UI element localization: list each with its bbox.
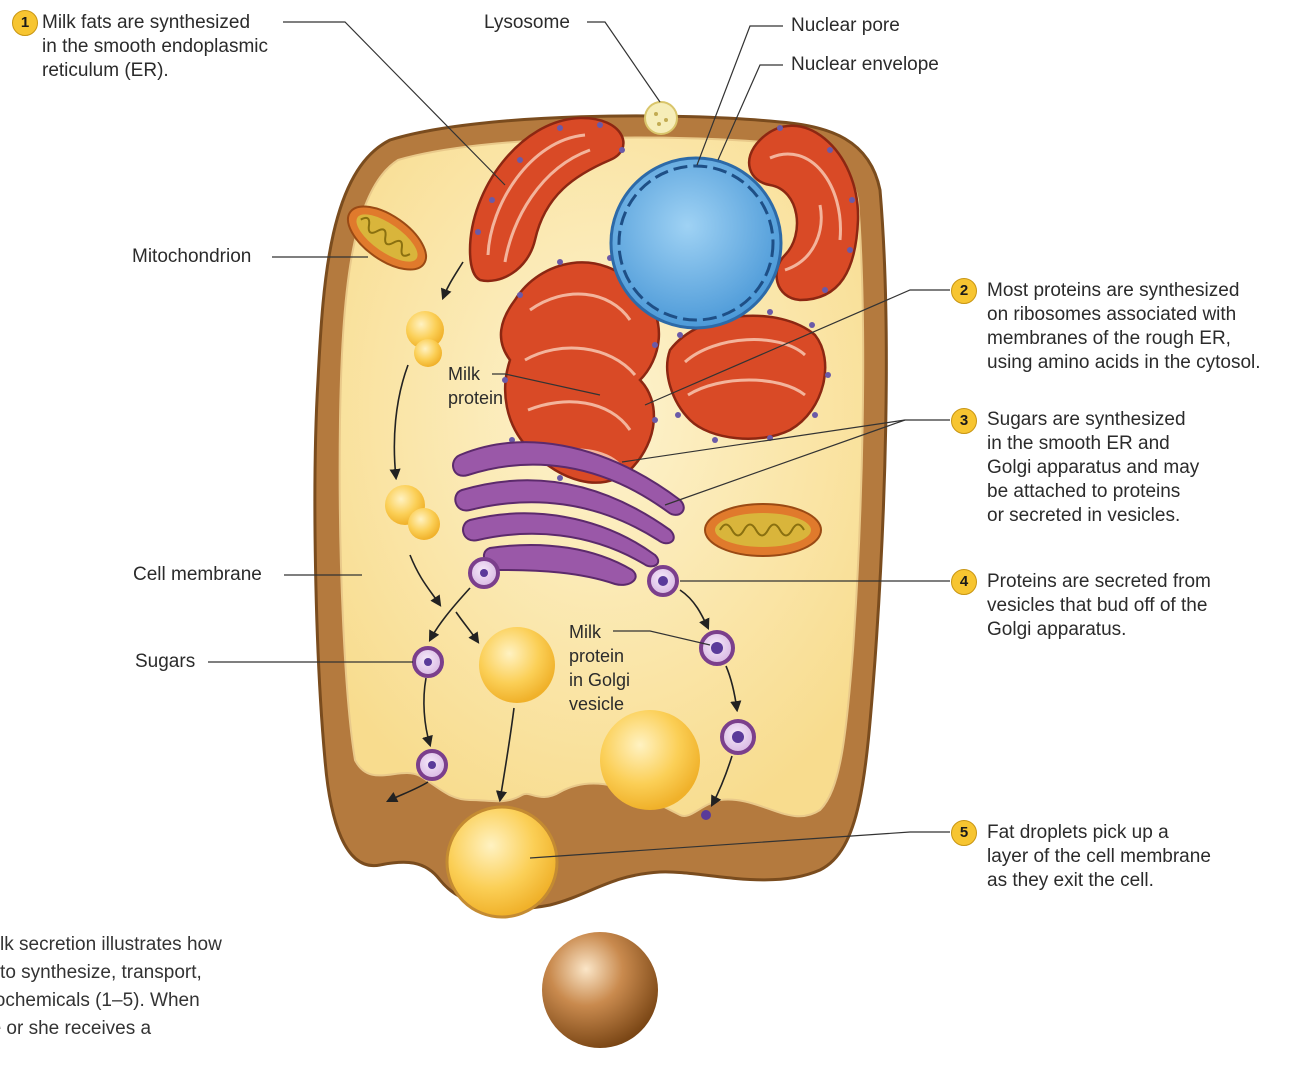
step-4-badge: 4 <box>951 569 977 595</box>
step-1-badge: 1 <box>12 10 38 36</box>
milk-fat-globule <box>542 932 658 1048</box>
label-milk-protein-golgi-vesicle: Milk protein in Golgi vesicle <box>569 620 630 716</box>
step-4-text: Proteins are secreted from vesicles that… <box>987 570 1211 642</box>
step-3-text: Sugars are synthesized in the smooth ER … <box>987 408 1199 528</box>
label-nuclear-pore: Nuclear pore <box>791 14 900 38</box>
label-lysosome: Lysosome <box>484 11 570 35</box>
fat-droplet-exiting <box>447 807 557 917</box>
step-3-badge: 3 <box>951 408 977 434</box>
label-nuclear-envelope: Nuclear envelope <box>791 53 939 77</box>
label-cell-membrane: Cell membrane <box>133 563 262 587</box>
lysosome <box>645 102 677 134</box>
figure-caption: Milk secretion illustrates how ct to syn… <box>0 931 280 1071</box>
step-5-badge: 5 <box>951 820 977 846</box>
rough-er-lower-right <box>667 316 825 439</box>
mitochondrion-right <box>705 504 821 556</box>
step-5-text: Fat droplets pick up a layer of the cell… <box>987 821 1211 893</box>
label-milk-protein: Milk protein <box>448 362 503 410</box>
label-mitochondrion: Mitochondrion <box>132 245 251 269</box>
step-2-text: Most proteins are synthesized on ribosom… <box>987 279 1261 375</box>
step-1-text: Milk fats are synthesized in the smooth … <box>42 11 268 83</box>
step-2-badge: 2 <box>951 278 977 304</box>
fat-droplet-4 <box>600 710 700 810</box>
nucleus <box>611 158 781 328</box>
label-sugars: Sugars <box>135 650 195 674</box>
fat-droplet-3 <box>479 627 555 703</box>
